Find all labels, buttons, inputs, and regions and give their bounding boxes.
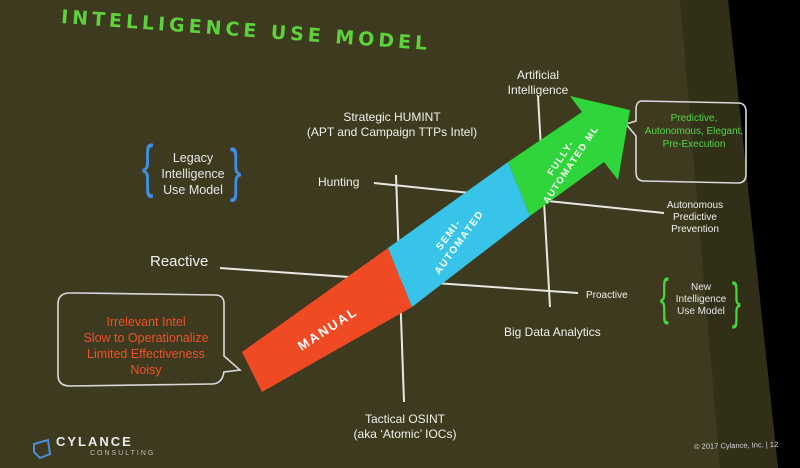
cylance-logo-shape (33, 438, 52, 460)
cylance-logo: CYLANCE CONSULTING (32, 434, 156, 462)
legacy-left-brace-icon: { (141, 134, 154, 199)
slide-edge-shade (680, 0, 778, 468)
label-proactive: Proactive (586, 290, 628, 301)
predictive-callout-text: Predictive,Autonomous, Elegant,Pre-Execu… (644, 113, 744, 150)
label-tactical-osint: Tactical OSINT(aka ‘Atomic’ IOCs) (353, 412, 457, 441)
logo-subtitle: CONSULTING (90, 450, 156, 457)
new-model-right-brace-icon: } (731, 273, 741, 329)
label-hunting: Hunting (318, 175, 360, 189)
label-big-data-analytics: Big Data Analytics (504, 325, 601, 339)
label-reactive: Reactive (150, 253, 209, 270)
logo-wordmark: CYLANCE (56, 434, 133, 449)
predictive-callout-box (624, 100, 747, 184)
irrelevant-callout-box (57, 292, 242, 387)
arrow-segment-semi-automated (388, 162, 530, 307)
arrow-segment-manual (242, 248, 412, 392)
arrow-segment-fully-automated (508, 96, 630, 216)
new-model-left-brace-icon: { (659, 269, 669, 325)
label-strategic-humint: Strategic HUMINT(APT and Campaign TTPs I… (306, 110, 478, 139)
legacy-right-brace-icon: } (229, 138, 242, 203)
